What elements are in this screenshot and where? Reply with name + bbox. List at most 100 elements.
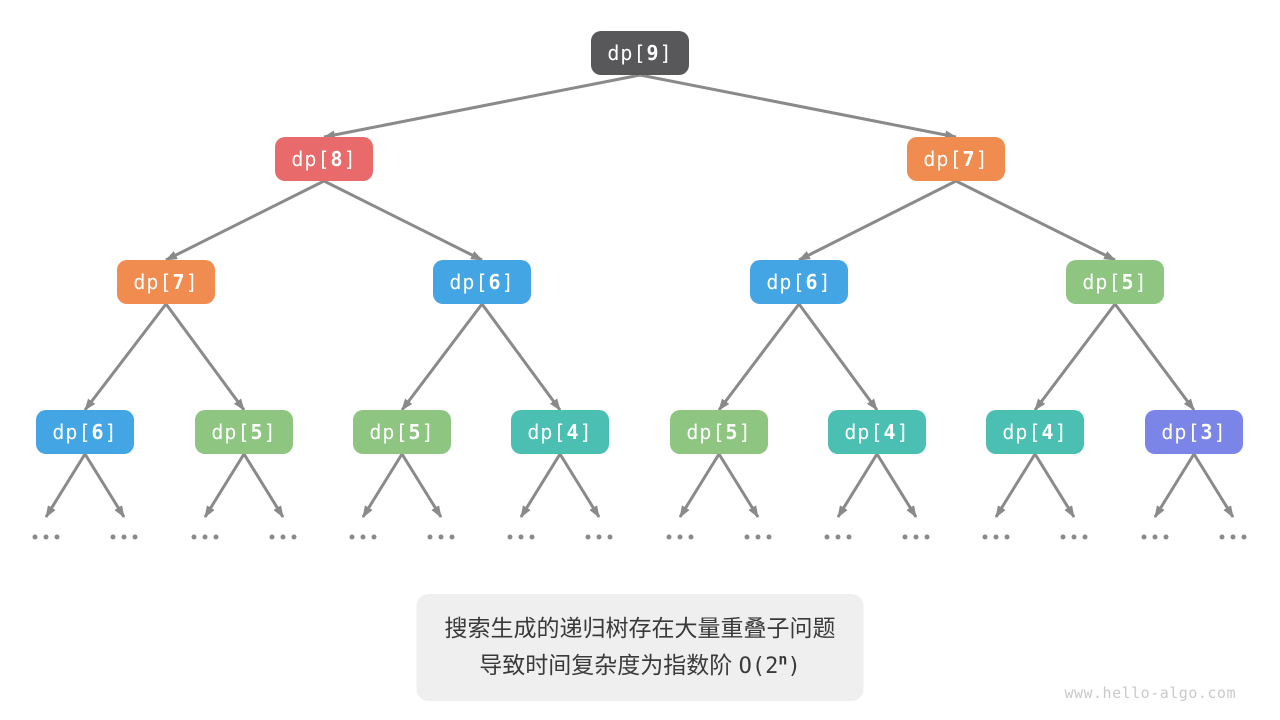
- ellipsis-dot: [596, 534, 602, 540]
- ellipsis: [191, 534, 219, 540]
- ellipsis-dot: [529, 534, 535, 540]
- ellipsis-dot: [427, 534, 433, 540]
- ellipsis-dot: [121, 534, 127, 540]
- ellipsis-dot: [755, 534, 761, 540]
- ellipsis-dot: [1241, 534, 1247, 540]
- ellipsis: [585, 534, 613, 540]
- tree-edge-arrow: [361, 453, 404, 518]
- tree-node-dp7r: dp[7]: [907, 137, 1005, 181]
- tree-edge-arrow: [717, 453, 760, 518]
- ellipsis: [349, 534, 377, 540]
- tree-edge-arrow: [994, 453, 1037, 518]
- ellipsis-dot: [371, 534, 377, 540]
- ellipsis-dot: [1060, 534, 1066, 540]
- ellipsis-dot: [666, 534, 672, 540]
- tree-edge-arrow: [797, 303, 879, 411]
- ellipsis-dot: [993, 534, 999, 540]
- tree-edge-arrow: [1192, 453, 1235, 518]
- ellipsis-dot: [449, 534, 455, 540]
- ellipsis: [666, 534, 694, 540]
- ellipsis-dot: [202, 534, 208, 540]
- ellipsis-dot: [902, 534, 908, 540]
- tree-edge-arrow: [203, 453, 246, 518]
- ellipsis-dot: [835, 534, 841, 540]
- ellipsis-dot: [924, 534, 930, 540]
- ellipsis: [427, 534, 455, 540]
- tree-node-dp5d: dp[5]: [670, 410, 768, 454]
- ellipsis: [32, 534, 60, 540]
- tree-edge-arrow: [323, 179, 483, 262]
- ellipsis-dot: [43, 534, 49, 540]
- tree-edge-arrow: [1153, 453, 1196, 518]
- caption-line2: 导致时间复杂度为指数阶 O(2n): [445, 647, 836, 685]
- ellipsis-dot: [1152, 534, 1158, 540]
- tree-edge-arrow: [83, 303, 168, 411]
- tree-edge-arrow: [875, 453, 918, 518]
- ellipsis-dot: [1004, 534, 1010, 540]
- ellipsis-dot: [349, 534, 355, 540]
- tree-edge-arrow: [836, 453, 879, 518]
- ellipsis-dot: [1141, 534, 1147, 540]
- tree-edge-arrow: [1033, 303, 1117, 411]
- ellipsis: [269, 534, 297, 540]
- tree-edge-arrow: [165, 179, 325, 262]
- tree-edge-arrow: [164, 303, 246, 411]
- ellipsis-dot: [744, 534, 750, 540]
- tree-edge-arrow: [798, 179, 957, 262]
- ellipsis-dot: [291, 534, 297, 540]
- ellipsis: [507, 534, 535, 540]
- ellipsis: [1219, 534, 1247, 540]
- tree-node-dp7l: dp[7]: [117, 260, 215, 304]
- tree-node-dp5a: dp[5]: [1066, 260, 1164, 304]
- ellipsis-dot: [132, 534, 138, 540]
- tree-node-dp5c: dp[5]: [353, 410, 451, 454]
- ellipsis-dot: [1163, 534, 1169, 540]
- tree-edge-arrow: [242, 453, 285, 518]
- tree-edge-arrow: [323, 73, 641, 140]
- ellipsis-dot: [1071, 534, 1077, 540]
- ellipsis-dot: [32, 534, 38, 540]
- ellipsis: [1141, 534, 1169, 540]
- tree-node-dp6a: dp[6]: [433, 260, 531, 304]
- ellipsis-dot: [110, 534, 116, 540]
- ellipsis-dot: [677, 534, 683, 540]
- tree-node-dp6c: dp[6]: [36, 410, 134, 454]
- tree-edge-arrow: [480, 303, 562, 411]
- tree-edge-arrow: [519, 453, 562, 518]
- tree-node-dp6b: dp[6]: [750, 260, 848, 304]
- tree-edge-arrow: [400, 453, 443, 518]
- watermark: www.hello-algo.com: [1064, 684, 1236, 702]
- tree-edge-arrow: [44, 453, 87, 518]
- tree-node-dp9: dp[9]: [591, 31, 689, 75]
- ellipsis-dot: [280, 534, 286, 540]
- tree-node-dp4b: dp[4]: [828, 410, 926, 454]
- ellipsis-dot: [191, 534, 197, 540]
- tree-edge-arrow: [678, 453, 721, 518]
- ellipsis-dot: [824, 534, 830, 540]
- ellipsis-dot: [54, 534, 60, 540]
- ellipsis-dot: [269, 534, 275, 540]
- ellipsis: [824, 534, 852, 540]
- tree-edge-arrow: [400, 303, 484, 411]
- caption-box: 搜索生成的递归树存在大量重叠子问题 导致时间复杂度为指数阶 O(2n): [416, 594, 864, 701]
- tree-node-dp4c: dp[4]: [986, 410, 1084, 454]
- ellipsis-dot: [213, 534, 219, 540]
- ellipsis: [1060, 534, 1088, 540]
- ellipsis-dot: [518, 534, 524, 540]
- tree-edge-arrow: [717, 303, 801, 411]
- tree-node-dp3: dp[3]: [1145, 410, 1243, 454]
- ellipsis: [110, 534, 138, 540]
- ellipsis: [982, 534, 1010, 540]
- ellipsis-dot: [1230, 534, 1236, 540]
- ellipsis-dot: [585, 534, 591, 540]
- ellipsis-dot: [846, 534, 852, 540]
- ellipsis-dot: [982, 534, 988, 540]
- ellipsis-dot: [1219, 534, 1225, 540]
- ellipsis-dot: [688, 534, 694, 540]
- caption-exponent: n: [778, 650, 788, 669]
- ellipsis: [744, 534, 772, 540]
- ellipsis-dot: [438, 534, 444, 540]
- tree-edges: [44, 73, 1235, 518]
